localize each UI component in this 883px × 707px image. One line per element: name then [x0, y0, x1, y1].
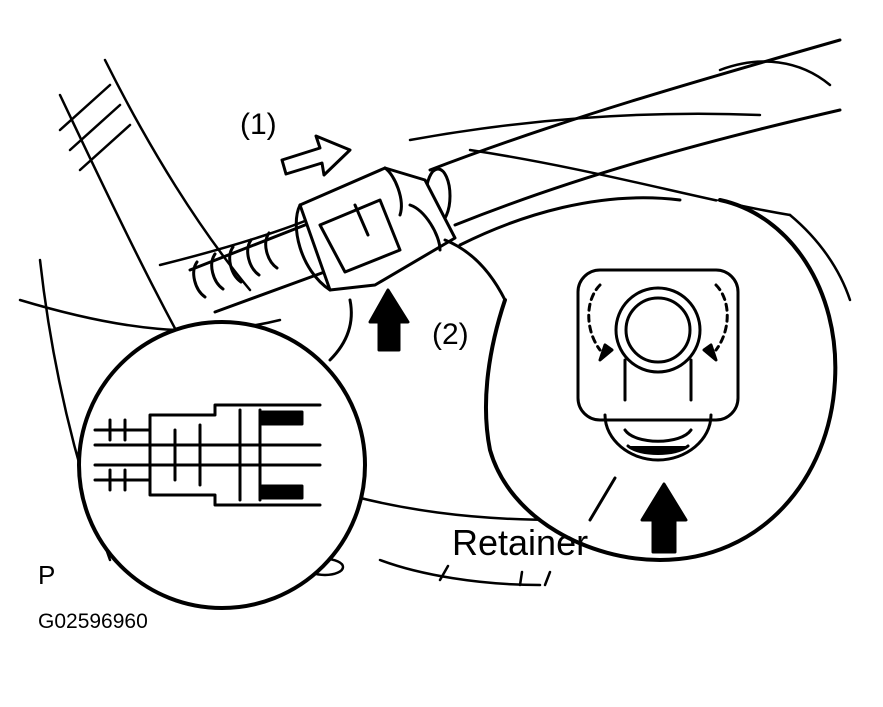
retainer-detail: [443, 196, 838, 562]
background-contours: [18, 58, 852, 587]
cross-section-detail: [77, 298, 367, 610]
push-direction-arrow: [368, 288, 410, 352]
step-2-label: (2): [432, 318, 469, 351]
step-1-label: (1): [240, 108, 277, 141]
figure-code-label: G02596960: [38, 610, 148, 633]
fuel-hose: [188, 223, 332, 314]
quick-connector: [294, 166, 457, 292]
retainer-label: Retainer: [452, 522, 589, 563]
retainer-push-arrow: [640, 482, 688, 554]
pull-direction-arrow: [280, 134, 352, 177]
view-marker-label: P: [38, 560, 56, 590]
